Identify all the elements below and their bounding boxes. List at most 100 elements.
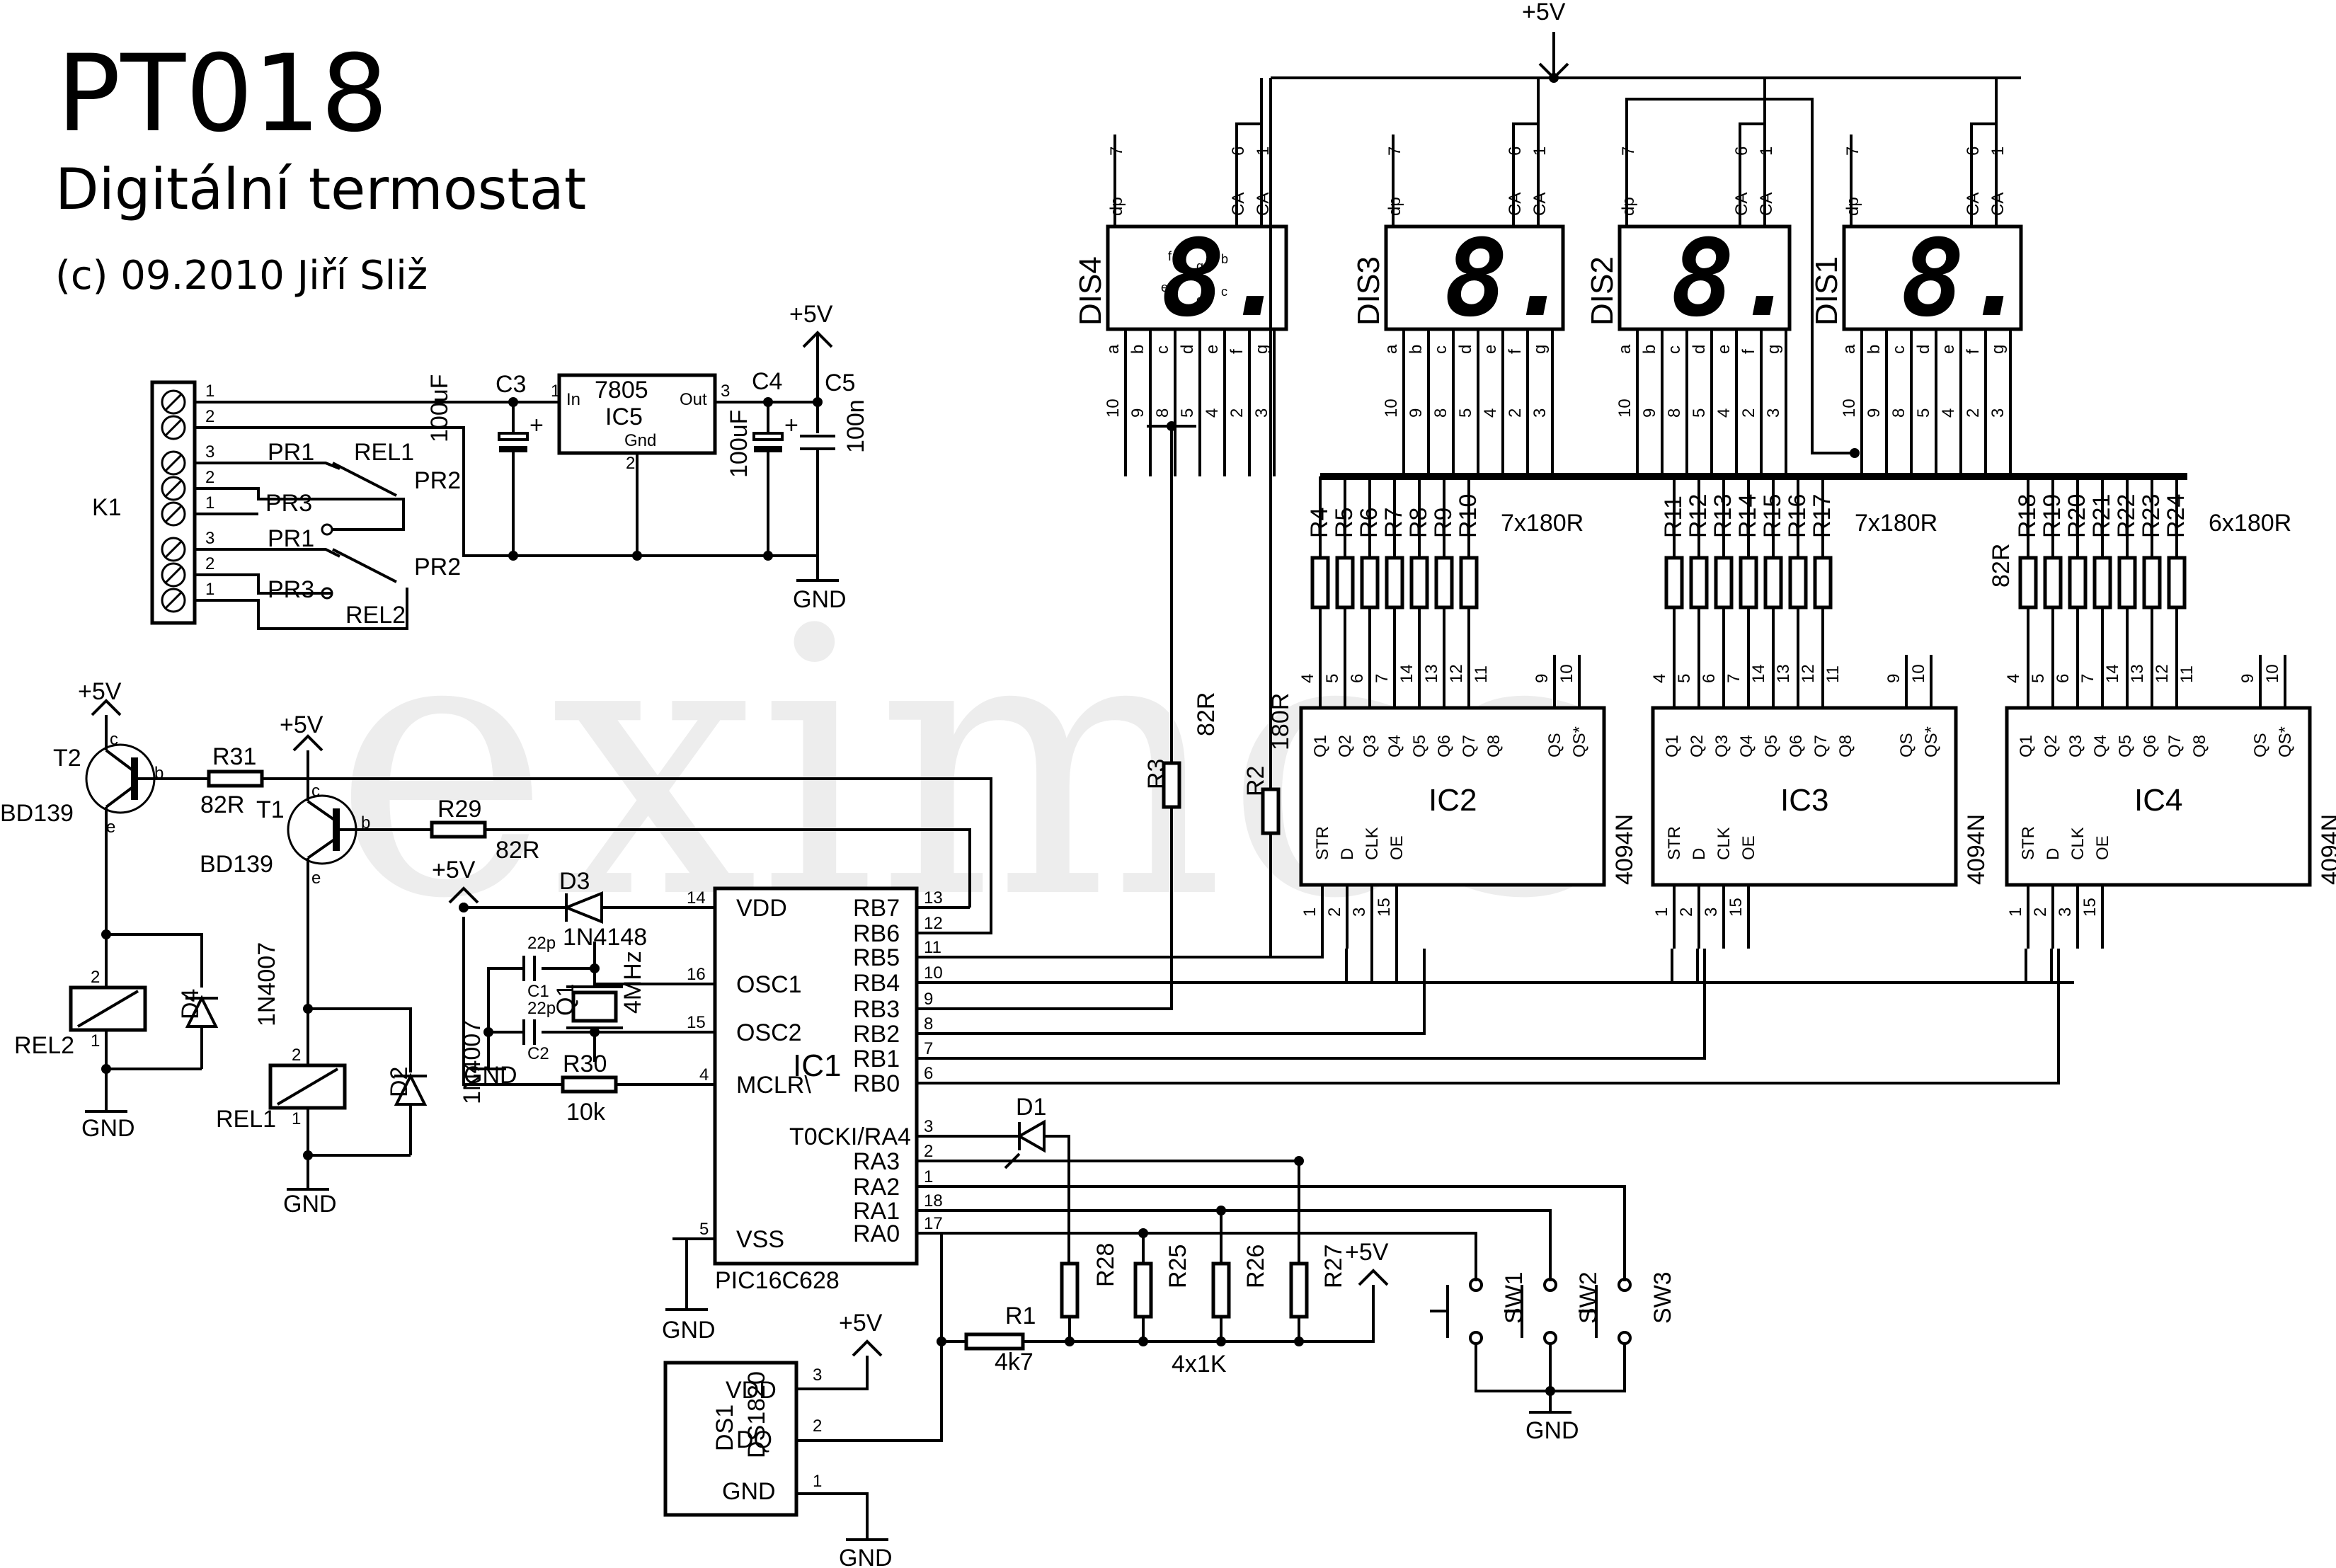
- display-body: [1384, 224, 1565, 331]
- regulator-gnd: Gnd: [624, 431, 656, 450]
- ic-pin-label: Q6: [2141, 735, 2160, 757]
- t1-part: BD139: [200, 851, 273, 878]
- copyright-line: (c) 09.2010 Jiří Sliž: [55, 253, 428, 299]
- d1-label: D1: [1016, 1094, 1046, 1121]
- pin-b: b: [154, 764, 164, 783]
- ic-pin-num: 9: [1533, 674, 1552, 683]
- ic-pin-num: 13: [2128, 664, 2147, 683]
- c4-value: 100uF: [726, 410, 752, 478]
- display-pin-num: 6: [1506, 147, 1525, 156]
- regulator-in: In: [566, 390, 580, 409]
- sensor-part: DS1820: [743, 1371, 770, 1458]
- display-pin-num: 6: [1229, 147, 1248, 156]
- display-seg-label: g: [1530, 345, 1550, 354]
- mcu-pin-num: 1: [924, 1167, 933, 1186]
- r2-value: 180R: [1267, 693, 1294, 750]
- display-seg-num: 4: [1481, 408, 1500, 418]
- display-seg-num: 9: [1865, 408, 1884, 418]
- display-seg-label: e: [1203, 345, 1222, 354]
- ic-pin-label: Q6: [1787, 735, 1806, 757]
- r30-label: R30: [563, 1051, 607, 1077]
- shift-register-ic3: IC34094N4Q15Q26Q37Q414Q513Q612Q711Q89QS1…: [1650, 655, 1990, 949]
- bank-resistor-label: R8: [1405, 508, 1432, 538]
- gnd-label: GND: [283, 1191, 337, 1218]
- vcc-label: +5V: [789, 301, 833, 328]
- bank-resistor-label: R14: [1734, 494, 1761, 538]
- display-pin-num: 6: [1964, 147, 1983, 156]
- mcu-right-pins: 13RB712RB611RB510RB49RB38RB27RB16RB03T0C…: [789, 888, 991, 1247]
- ca-bridge: [1235, 122, 1261, 135]
- ic-pin-num: 10: [1909, 664, 1928, 683]
- d4-label: D4: [177, 989, 204, 1019]
- resistor-r29: [430, 820, 487, 839]
- pr1-label: PR1: [268, 439, 314, 466]
- display-seg-label: c: [1889, 345, 1908, 354]
- bank-resistor: [1763, 556, 1783, 610]
- ic-pin-num: 1: [1300, 908, 1319, 917]
- d3-value: 1N4148: [563, 924, 647, 951]
- ic-pin-num: 5: [1323, 674, 1342, 683]
- mcu-pin-num: 12: [924, 914, 943, 933]
- bank-value: 7x180R: [1855, 510, 1937, 537]
- bank-resistor-label: R21: [2088, 494, 2115, 538]
- relay-drivers: T2 BD139 c b e +5V R31 82R T1 BD139 c b …: [0, 678, 992, 1218]
- mcu-pin-num: 7: [924, 1039, 933, 1058]
- segment-letter: a: [1198, 233, 1206, 247]
- bank-resistor-label: R20: [2063, 494, 2090, 538]
- display-digit: 8.: [1671, 217, 1799, 341]
- display-digit: 8.: [1901, 217, 2029, 341]
- display-seg-num: 2: [1964, 408, 1983, 418]
- display-body: [1106, 224, 1288, 331]
- display-seg-label: c: [1153, 345, 1172, 354]
- d4-value: 1N4007: [253, 942, 280, 1026]
- mcu-pin-num: 11: [924, 938, 941, 957]
- display-seg-label: f: [1739, 349, 1758, 354]
- pr2-label: PR2: [414, 554, 461, 580]
- page-title: PT018: [57, 33, 389, 156]
- rel2-coil-label: REL2: [14, 1032, 74, 1059]
- display-seg-num: 5: [1690, 408, 1709, 418]
- bank-resistor: [1335, 556, 1355, 610]
- bank-value: 7x180R: [1501, 510, 1584, 537]
- pr3-label: PR3: [265, 490, 312, 517]
- bank-resistor: [2018, 556, 2038, 610]
- ic-pin-label: QS*: [1922, 726, 1941, 757]
- c4-label: C4: [752, 368, 782, 395]
- k1-pin: 2: [205, 554, 214, 573]
- display-seg-label: d: [1456, 345, 1475, 354]
- ic-pin-label: Q8: [1484, 735, 1504, 757]
- display-seg-label: a: [1840, 344, 1859, 354]
- ic-pin-label: Q7: [1460, 735, 1479, 757]
- ic-pin-label: Q5: [1762, 735, 1781, 757]
- bank-resistor-label: R12: [1685, 494, 1712, 538]
- mcu-body: [713, 886, 919, 1266]
- bank-resistor-label: R22: [2113, 494, 2140, 538]
- ic-pin-num: 15: [1727, 898, 1746, 917]
- resistor-r30: [561, 1075, 618, 1094]
- mcu-pin-name: OSC1: [736, 971, 802, 998]
- r3-value: 82R: [1193, 692, 1220, 736]
- display-pin-label: CA: [1506, 193, 1525, 216]
- crystal-label: Q1: [552, 984, 579, 1016]
- sensor-pin: VDD: [726, 1377, 777, 1404]
- switch-label: SW2: [1575, 1271, 1602, 1324]
- ic-pin-num: 14: [1397, 664, 1416, 683]
- display-body: [1618, 224, 1792, 331]
- bank-resistor: [1813, 556, 1833, 610]
- display-seg-num: 3: [1252, 408, 1271, 418]
- coil-pin: 1: [292, 1109, 301, 1128]
- ic-pin-num: 3: [2056, 908, 2075, 917]
- mcu-pin-name: RA3: [853, 1148, 900, 1175]
- display-seg-num: 3: [1530, 408, 1550, 418]
- display-seg-num: 4: [1203, 408, 1222, 418]
- display-pin-num: 1: [1988, 147, 2008, 156]
- dp-resistors: R3 82R R2 180R: [917, 78, 1294, 1010]
- ic-pin-label: QS: [1897, 733, 1916, 757]
- ic-pin-label: OE: [2093, 835, 2112, 860]
- pullup-label: R26: [1242, 1244, 1269, 1288]
- bank-resistor-label: R16: [1784, 494, 1811, 538]
- mcu-pin-name: OSC2: [736, 1019, 802, 1046]
- pr2-label: PR2: [414, 467, 461, 494]
- plus-mark: +: [529, 412, 544, 439]
